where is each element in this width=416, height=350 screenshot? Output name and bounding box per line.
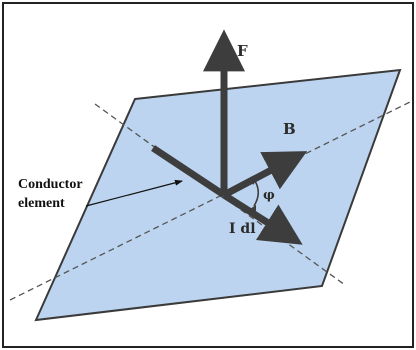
angle-arc-arrowhead-top [251,178,257,185]
outer-border [2,2,414,348]
angle-arc-arrowhead-bottom [250,205,256,211]
force-label: F [237,42,248,60]
angle-arc [253,180,260,207]
magnetic-field-arrow [222,151,308,199]
angle-label: φ [263,188,275,203]
field-direction-dashed-line [9,101,411,301]
conductor-label-line2: element [18,196,65,211]
current-element-label: I dl [229,221,256,237]
conductor-callout-line [85,179,183,207]
current-element-arrow [222,192,303,245]
conductor-element-bar [151,145,226,198]
field-label: B [283,120,296,138]
conductor-label-line1: Conductor [18,177,83,192]
